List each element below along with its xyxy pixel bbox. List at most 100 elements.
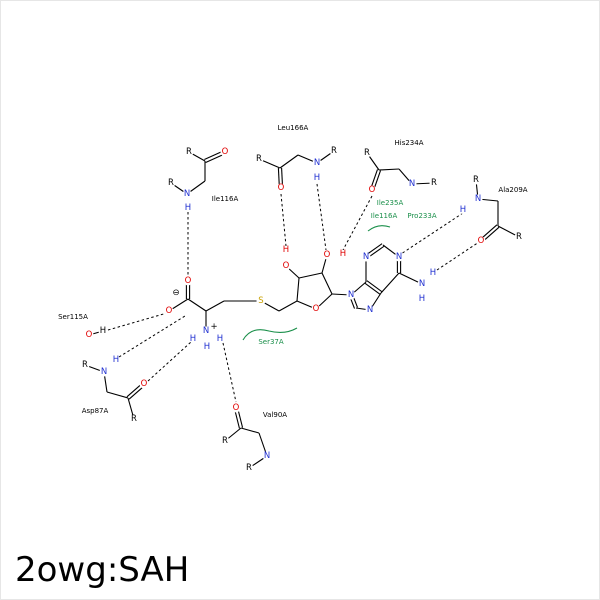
ligand-atom-o-bg (183, 276, 193, 286)
ligand-atom-s-bg (256, 296, 266, 306)
residue-atom-o-bg (220, 147, 230, 157)
hydrogen-bond (316, 183, 327, 251)
hydrogen-bg (313, 174, 321, 182)
residue-label: Ser115A (58, 313, 88, 321)
hydrogen-bg (112, 356, 120, 364)
residue-atom-n: N (101, 367, 107, 377)
hydrogen-bond (280, 193, 287, 247)
hydrogen-bond (118, 315, 186, 358)
hydrogen-bond (107, 312, 168, 331)
hydrophobic-residue-label: Pro233A (407, 212, 436, 220)
residue-atom-o-bg (84, 330, 94, 340)
charge-label: + (210, 322, 217, 332)
hydrogen-bg (216, 335, 224, 343)
hydrogen-label: H (217, 334, 223, 344)
hydrogen-bg (282, 246, 290, 254)
ligand-atom-n: N (363, 252, 369, 262)
residue-atom-r-bg (166, 178, 176, 188)
residue-label: Asp87A (82, 407, 109, 415)
residue-atom-r: R (364, 148, 370, 158)
residue-atom-r-bg (129, 414, 139, 424)
residue-atom-n: N (264, 451, 270, 461)
ligand-atom-o: O (166, 306, 173, 316)
residue-atom-o: O (369, 185, 376, 195)
residue-atom-r: R (82, 360, 88, 370)
hydrogen-bg (203, 343, 211, 351)
residue-atom-n-bg (473, 194, 483, 204)
hydrogen-bond (436, 241, 480, 271)
ligand-bond (187, 298, 207, 312)
residue-atom-r-bg (471, 175, 481, 185)
residue-atom-n: N (475, 194, 481, 204)
residue-atom-n-bg (407, 179, 417, 189)
residue-label: Ala209A (498, 186, 527, 194)
residue-atom-o: O (141, 379, 148, 389)
hydrophobic-arc (242, 327, 298, 341)
residue-atom-r: R (131, 414, 137, 424)
residue-atom-n: N (409, 179, 415, 189)
hydrogen-bg (184, 204, 192, 212)
covalent-bonds (84, 150, 520, 469)
residue-atom-r: R (222, 436, 228, 446)
residue-atom-r-bg (80, 360, 90, 370)
ligand-atom-n: N (203, 326, 209, 336)
ligand-atom-n: N (348, 290, 354, 300)
residue-atom-n-bg (262, 451, 272, 461)
residue-atom-o-bg (139, 379, 149, 389)
hydrophobic-residue-label: Ile116A (371, 212, 398, 220)
hydrogen-bond (342, 195, 373, 251)
ligand-atom-o-bg (164, 306, 174, 316)
hydrogen-bg (429, 269, 437, 277)
hydrogen-bond (400, 212, 464, 255)
residue-label: His234A (394, 139, 423, 147)
hydrogen-bond (222, 342, 237, 403)
residue-atom-r-bg (220, 436, 230, 446)
residue-label: Val90A (263, 411, 287, 419)
residue-atom-n-bg (99, 367, 109, 377)
residue-atom-r-bg (429, 178, 439, 188)
ligand-bond (364, 282, 381, 295)
residue-atom-n: N (314, 158, 320, 168)
residue-atom-r: R (256, 154, 262, 164)
residue-atom-o-bg (367, 185, 377, 195)
residue-label: Leu166A (278, 124, 309, 132)
residue-atom-o-bg (476, 236, 486, 246)
residue-atom-n: N (184, 189, 190, 199)
residue-atom-r: R (473, 175, 479, 185)
ligand-atom-n-bg (417, 279, 427, 289)
residue-atom-r: R (246, 463, 252, 473)
residue-atom-o: O (222, 147, 229, 157)
ligand-bond (296, 277, 300, 302)
ligand-atom-n: N (419, 279, 425, 289)
hydrogen-bonds (107, 183, 480, 403)
hydrogen-label: H (314, 173, 320, 183)
residue-atom-r: R (516, 232, 522, 242)
hydrophobic-arc (367, 225, 391, 232)
hydrogen-label: H (460, 205, 466, 215)
ligand-atom-n-bg (365, 305, 375, 315)
hydrogen-label: H (113, 355, 119, 365)
residue-bond (279, 154, 299, 169)
ligand-atom-o: O (324, 250, 331, 260)
hydrogen-bg (459, 206, 467, 214)
hydrogen-bg (339, 250, 347, 258)
ligand-atom-n: N (367, 305, 373, 315)
residue-atom-r-bg (184, 147, 194, 157)
hydrophobic-residue-label: Ser37A (258, 338, 284, 346)
ligand-atom-n: N (396, 252, 402, 262)
hydrogen-label: H (340, 249, 346, 259)
hydrogen-label: H (419, 294, 425, 304)
residue-atom-n-bg (312, 158, 322, 168)
ligand-atom-n-bg (201, 326, 211, 336)
hydrophobic-residue-label: Ile235A (377, 199, 404, 207)
residue-atom-r-bg (514, 232, 524, 242)
ligand-atom-o-bg (311, 304, 321, 314)
residue-bond (240, 427, 260, 434)
hydrophobic-contacts (242, 225, 391, 341)
hydrogen-bg (418, 295, 426, 303)
hydrogen-label: H (185, 203, 191, 213)
ligand-atom-s: S (258, 296, 263, 306)
